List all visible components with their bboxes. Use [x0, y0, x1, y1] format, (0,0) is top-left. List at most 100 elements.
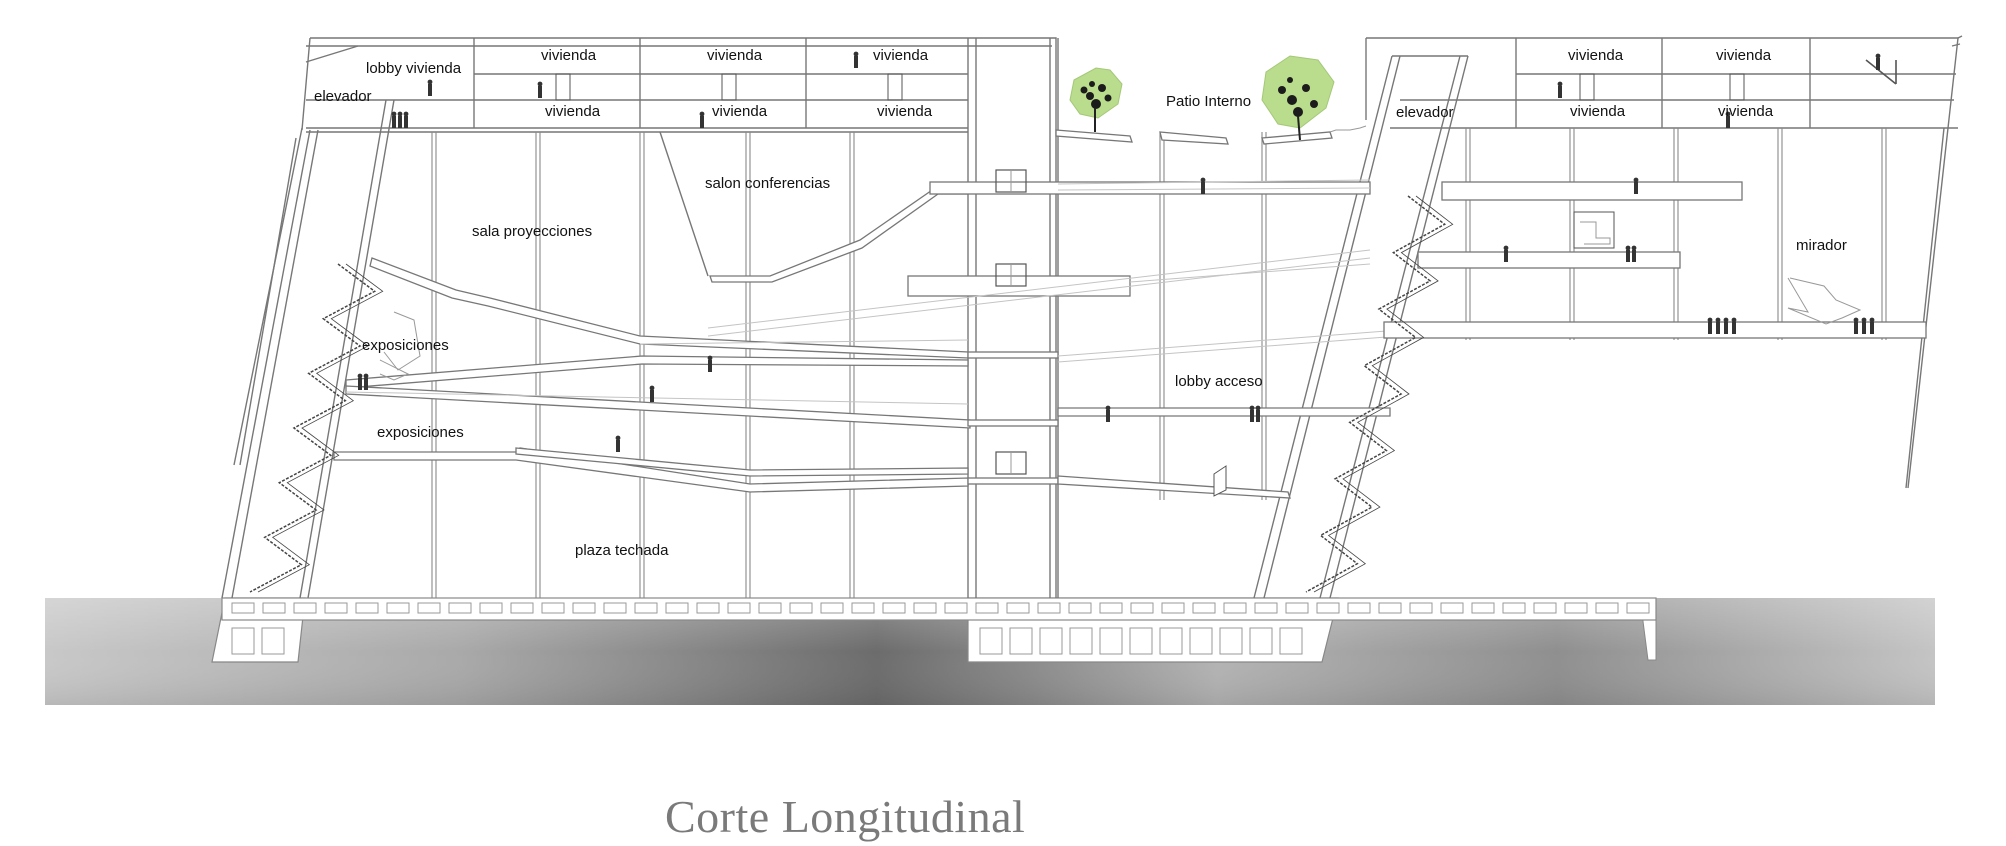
right-stair	[1305, 195, 1447, 593]
person-figure	[363, 373, 369, 390]
person-head	[363, 373, 369, 379]
person-figure	[1869, 317, 1875, 334]
foundation-cell	[479, 602, 503, 614]
person-figure	[1625, 245, 1631, 262]
foundation-cell	[1471, 602, 1495, 614]
person-figure	[853, 51, 859, 68]
foundation-cell	[1595, 602, 1619, 614]
label-mirador: mirador	[1796, 237, 1847, 254]
foundation-pile	[261, 627, 285, 655]
person-body	[1504, 250, 1508, 262]
foundation-cell	[231, 602, 255, 614]
person-body	[404, 116, 408, 128]
foundation-cell	[1285, 602, 1309, 614]
foundation-cell	[1502, 602, 1526, 614]
foundation-pile	[1279, 627, 1303, 655]
person-body	[364, 378, 368, 390]
foundation-cell	[1223, 602, 1247, 614]
foundation-cell	[1409, 602, 1433, 614]
person-body	[650, 390, 654, 402]
person-figure	[403, 111, 409, 128]
person-head	[1707, 317, 1713, 323]
person-figure	[1731, 317, 1737, 334]
person-figure	[1723, 317, 1729, 334]
ground	[45, 597, 1935, 705]
person-head	[699, 111, 705, 117]
space-labels: lobby vivienda elevador vivienda viviend…	[314, 47, 1847, 559]
foundation-cell	[262, 602, 286, 614]
person-head	[1725, 111, 1731, 117]
foundation-cell	[293, 602, 317, 614]
person-head	[397, 111, 403, 117]
person-figure	[707, 355, 713, 372]
person-head	[1625, 245, 1631, 251]
foundation-cell	[541, 602, 565, 614]
person-head	[707, 355, 713, 361]
floors-and-ramps	[333, 125, 1927, 499]
foundation-cell	[1068, 602, 1092, 614]
person-body	[616, 440, 620, 452]
label-vivienda-7: vivienda	[1568, 47, 1624, 64]
person-head	[403, 111, 409, 117]
foundation-pile	[1249, 627, 1273, 655]
foundation-cell	[448, 602, 472, 614]
foundation-cell	[510, 602, 534, 614]
drawing-title: Corte Longitudinal	[665, 791, 1026, 842]
person-head	[615, 435, 621, 441]
label-vivienda-4: vivienda	[545, 103, 601, 120]
foundation-cell	[1099, 602, 1123, 614]
foundation-cell	[913, 602, 937, 614]
foundation-cell	[417, 602, 441, 614]
person-body	[398, 116, 402, 128]
building-outline	[221, 35, 1963, 599]
person-head	[649, 385, 655, 391]
label-vivienda-1: vivienda	[541, 47, 597, 64]
person-body	[1732, 322, 1736, 334]
person-figure	[1631, 245, 1637, 262]
person-head	[1731, 317, 1737, 323]
person-head	[853, 51, 859, 57]
person-figure	[397, 111, 403, 128]
label-elevador-left: elevador	[314, 88, 372, 105]
housing-stairs	[555, 59, 1897, 101]
right-stair-outer	[1313, 195, 1454, 593]
residential-floors-right	[1400, 38, 1956, 128]
foundation-pile	[1009, 627, 1033, 655]
label-patio-interno: Patio Interno	[1166, 93, 1251, 110]
foundation-cell	[603, 602, 627, 614]
foundation-pile	[1189, 627, 1213, 655]
person-body	[1250, 410, 1254, 422]
person-body	[392, 116, 396, 128]
foundation-cell	[1626, 602, 1650, 614]
person-figure	[615, 435, 621, 452]
elevator-cabins	[995, 169, 1027, 475]
foundation-cell	[1192, 602, 1216, 614]
person-figure	[1633, 177, 1639, 194]
foundation-cell	[1316, 602, 1340, 614]
label-lobby-vivienda: lobby vivienda	[366, 60, 462, 77]
person-body	[1632, 250, 1636, 262]
foundation-pile	[1099, 627, 1123, 655]
foundation-cell	[789, 602, 813, 614]
person-head	[1633, 177, 1639, 183]
foundation-cell	[727, 602, 751, 614]
foundation-cell	[1037, 602, 1061, 614]
foundation-cell	[882, 602, 906, 614]
person-head	[427, 79, 433, 85]
foundation-cell	[1006, 602, 1030, 614]
foundation-cell	[572, 602, 596, 614]
person-body	[538, 86, 542, 98]
tree-right	[1261, 55, 1335, 141]
label-lobby-acceso: lobby acceso	[1175, 373, 1263, 390]
foundation-cell	[665, 602, 689, 614]
person-figure	[1105, 405, 1111, 422]
foundation-cell	[386, 602, 410, 614]
person-figure	[1503, 245, 1509, 262]
foundation-cell	[944, 602, 968, 614]
person-head	[1631, 245, 1637, 251]
person-head	[357, 373, 363, 379]
foundation-cell	[975, 602, 999, 614]
label-vivienda-2: vivienda	[707, 47, 763, 64]
person-body	[358, 378, 362, 390]
foundation-cell	[355, 602, 379, 614]
